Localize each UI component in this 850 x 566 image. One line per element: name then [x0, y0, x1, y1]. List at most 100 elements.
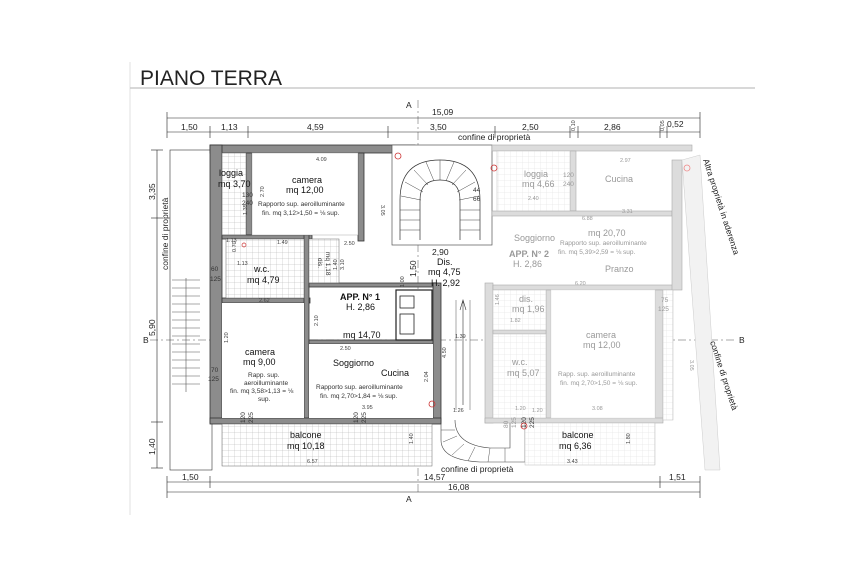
loggia-2-code-b: 240 — [563, 181, 574, 188]
dis-1-name: dis. — [316, 258, 323, 268]
balcone-2-name: balcone — [562, 430, 594, 440]
apt2-dim-3: 6.88 — [582, 216, 593, 222]
soggiorno-2-note1: Rapporto sup. aeroilluminante — [560, 240, 647, 247]
dim-bottom-3: 1,51 — [669, 472, 686, 482]
camera-bottom-note1: Rapp. sup. — [248, 372, 280, 379]
apt2-dim-9: 3.08 — [592, 406, 603, 412]
section-b-right: B — [739, 335, 745, 345]
apartment-2-floors — [492, 150, 674, 466]
dim-left-3: 1,40 — [147, 438, 157, 455]
dim-top-2: 1,13 — [221, 122, 238, 132]
common-dis-area: mq 4,75 — [428, 267, 461, 277]
apartment-1-floors — [221, 152, 433, 467]
property-label-adjacent: Altra proprietà in aderenza — [701, 158, 742, 257]
inner-dim-9: 2.10 — [314, 315, 320, 326]
loggia-2-code-a: 120 — [563, 172, 574, 179]
inner-dim-11: 3.95 — [362, 405, 373, 411]
common-stair — [391, 144, 526, 463]
apt2-dim-5: 6.20 — [575, 281, 586, 287]
balcone-1-area: mq 10,18 — [287, 441, 325, 451]
common-dim-7: 4.50 — [442, 347, 448, 358]
apt2-dim-6: 1.46 — [495, 294, 501, 305]
apt2-dim-10: 3.43 — [567, 459, 578, 465]
loggia-2-name: loggia — [524, 169, 548, 179]
apt2-dim-11: 1.80 — [626, 433, 632, 444]
inner-dim-4: 1.49 — [277, 240, 288, 246]
dim-bottom-1: 1,50 — [182, 472, 199, 482]
property-label-top: confine di proprietà — [458, 132, 531, 142]
apt2-w2a: 120 — [521, 417, 528, 428]
apt2-dim-8: 1.20 — [515, 406, 526, 412]
dim-top-9: 0,52 — [667, 119, 684, 129]
left-yard — [169, 149, 213, 471]
w4a: 120 — [353, 412, 360, 423]
common-dis-name: Dis. — [437, 257, 453, 267]
camera-2-note2: fin. mq 2,70>1,50 = ⅛ sup. — [560, 380, 638, 387]
page-title: PIANO TERRA — [140, 67, 282, 90]
soggiorno-2-note2: fin. mq 5,39>2,59 = ⅛ sup. — [558, 249, 636, 256]
dim-top-4: 3,50 — [430, 122, 447, 132]
camera-top-note1: Rapporto sup. aeroilluminante — [258, 201, 345, 208]
apt2-dim-7: 1.82 — [510, 318, 521, 324]
loggia-1-code-b: 240 — [242, 200, 253, 207]
loggia-2-area: mq 4,66 — [522, 179, 555, 189]
inner-dim-19: 3.10 — [340, 259, 346, 270]
soggiorno-1-note2: fin. mq 2,70>1,84 = ⅛ sup. — [320, 393, 398, 400]
apt2-dim-1: 2.97 — [620, 158, 631, 164]
common-dim-3: 44 — [473, 187, 481, 194]
dim-top-6: 0,10 — [571, 120, 577, 131]
inner-dim-6: 1.13 — [226, 238, 237, 244]
balcone-2-area: mq 6,36 — [559, 441, 592, 451]
wc-1-area: mq 4,79 — [247, 275, 280, 285]
apt2-dim-12: 1.20 — [532, 408, 543, 414]
w3b: 225 — [248, 412, 255, 423]
common-dim-2: 1,50 — [408, 260, 418, 277]
w1b: 125 — [210, 276, 221, 283]
property-label-left: confine di proprietà — [160, 197, 170, 270]
section-a-top: A — [406, 100, 412, 110]
inner-dim-13: 6.57 — [307, 459, 318, 465]
apt2-dim-2: 2.40 — [528, 196, 539, 202]
apt2-w3a: 75 — [661, 297, 669, 304]
apartment-1-annotations: 60 125 70 125 120 225 120 225 4.09 3.05 … — [208, 157, 430, 465]
apt2-dim-4: 3.31 — [622, 209, 633, 215]
title-block: PIANO TERRA — [129, 62, 755, 515]
camera-top-name: camera — [292, 175, 322, 185]
wc-2-name: w.c. — [511, 357, 528, 367]
apt1-height: H. 2,86 — [346, 302, 375, 312]
inner-dim-2: 3.05 — [379, 205, 385, 216]
apt2-dim-13: 3.05 — [688, 360, 694, 371]
inner-dim-10: 2.50 — [340, 346, 351, 352]
camera-bottom-note3: fin. mq 3,58>1,13 = ⅛ — [230, 388, 294, 395]
dim-bottom-2: 14,57 — [424, 472, 446, 482]
cucina-1-name: Cucina — [381, 368, 409, 378]
inner-dim-18: 1.20 — [224, 332, 230, 343]
apt1-label: APP. N° 1 — [340, 292, 380, 302]
dim-left-2: 5,90 — [147, 319, 157, 336]
w1a: 60 — [211, 266, 219, 273]
dim-top-7: 2,86 — [604, 122, 621, 132]
apt2-w2b: 225 — [529, 417, 536, 428]
section-a-bottom: A — [406, 494, 412, 504]
apt2-w1a: 80 — [503, 420, 510, 428]
soggiorno-2-area: mq 20,70 — [588, 228, 626, 238]
inner-dim-1: 4.09 — [316, 157, 327, 163]
camera-2-name: camera — [586, 330, 616, 340]
dim-left-1: 3,35 — [147, 183, 157, 200]
camera-top-area: mq 12,00 — [286, 185, 324, 195]
loggia-1-name: loggia — [219, 168, 243, 178]
soggiorno-2-name: Soggiorno — [514, 233, 555, 243]
camera-2-area: mq 12,00 — [583, 340, 621, 350]
apt2-height: H. 2,86 — [513, 259, 542, 269]
apartment-2-labels: loggia mq 4,66 120 240 Cucina Soggiorno … — [507, 169, 647, 451]
w2b: 125 — [208, 376, 219, 383]
wc-2-area: mq 5,07 — [507, 368, 540, 378]
camera-bottom-area: mq 9,00 — [243, 357, 276, 367]
apartment-2-annotations: 80 125 120 225 75 125 2.97 2.40 6.88 3.3… — [495, 158, 694, 465]
inner-dim-3: 2.50 — [344, 241, 355, 247]
apt2-label: APP. N° 2 — [509, 249, 549, 259]
property-label-bottom: confine di proprietà — [441, 464, 514, 474]
inner-dim-17: 1.35 — [243, 204, 249, 215]
common-dim-4: 66 — [473, 196, 481, 203]
dim-top-8: 0,05 — [660, 120, 666, 131]
